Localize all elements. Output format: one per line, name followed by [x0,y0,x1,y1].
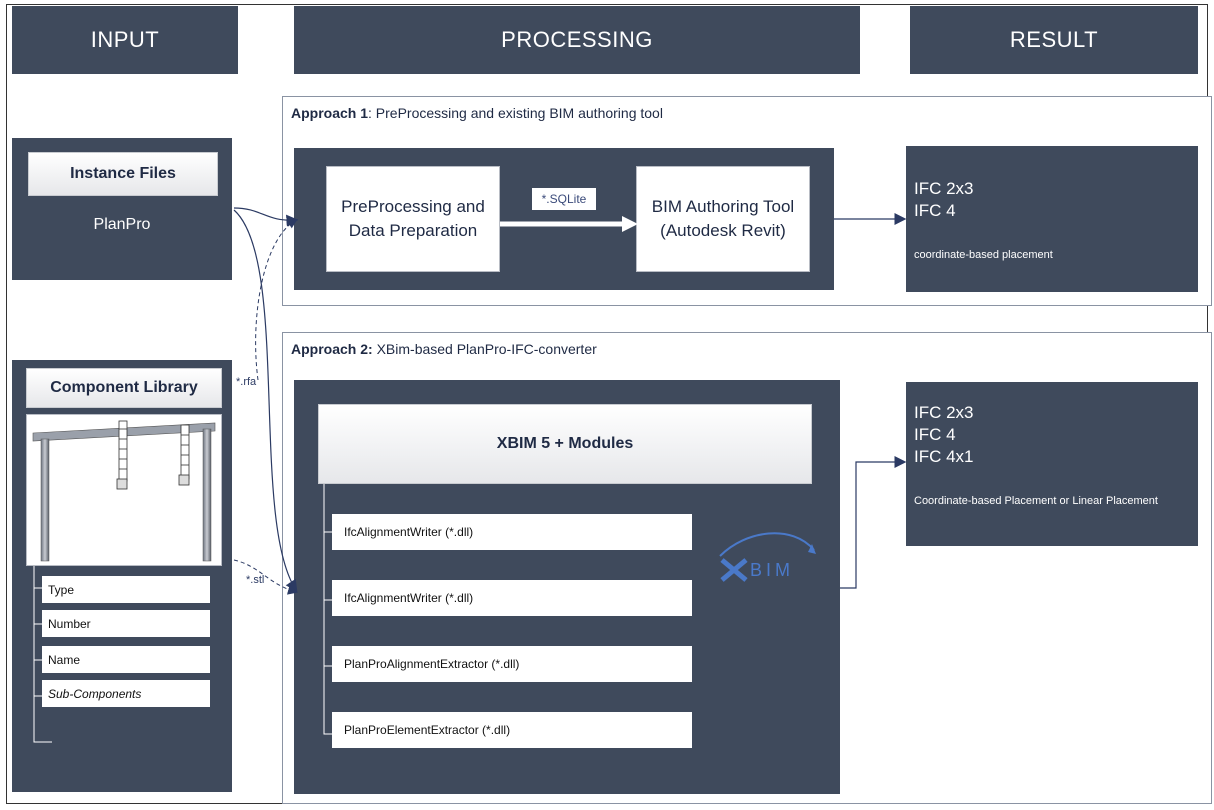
approach-2-result-note: Coordinate-based Placement or Linear Pla… [914,495,1158,507]
module-ifc-alignment-writer-1: IfcAlignmentWriter (*.dll) [332,514,692,550]
signal-gantry-illustration [32,420,216,562]
preprocessing-label: PreProcessing and Data Preparation [341,197,485,240]
header-processing: PROCESSING [294,6,860,74]
module-planpro-alignment-extractor: PlanProAlignmentExtractor (*.dll) [332,646,692,682]
attribute-type: Type [42,576,210,603]
header-result: RESULT [910,6,1198,74]
stl-connector-label: *.stl [246,574,265,586]
approach-1-result-ifc2x3: IFC 2x3 [914,179,974,198]
approach-1-title-bold: Approach 1 [291,105,369,121]
module-ifc-alignment-writer-2: IfcAlignmentWriter (*.dll) [332,580,692,616]
xbim-modules-box: XBIM 5 + Modules [318,404,812,484]
approach-2-title-bold: Approach 2: [291,341,373,357]
instance-files-panel: Instance Files PlanPro [12,138,232,280]
module-planpro-element-extractor: PlanProElementExtractor (*.dll) [332,712,692,748]
component-library-title-box: Component Library [26,368,222,408]
approach-1-title-rest: : PreProcessing and existing BIM authori… [368,105,663,121]
bim-authoring-tool-box: BIM Authoring Tool (Autodesk Revit) [636,166,810,272]
component-library-title: Component Library [50,379,198,396]
approach-2-result-ifc4x1: IFC 4x1 [914,447,974,466]
approach-2-title: Approach 2: XBim-based PlanPro-IFC-conve… [291,341,597,357]
attribute-sub-components: Sub-Components [42,680,210,707]
header-processing-label: PROCESSING [501,27,653,52]
component-image [26,414,222,566]
approach-2-result-ifc2x3: IFC 2x3 [914,403,974,422]
header-input-label: INPUT [90,27,160,52]
attribute-number: Number [42,610,210,637]
approach-1-result-panel: IFC 2x3 IFC 4 coordinate-based placement [906,146,1198,292]
xbim-logo-mark [719,532,816,582]
modules-tree-lines [323,484,332,735]
sqlite-label: *.SQLite [532,188,596,210]
instance-files-subtitle: PlanPro [93,216,151,233]
approach-1-title: Approach 1: PreProcessing and existing B… [291,105,663,121]
approach-1-processing-panel: PreProcessing and Data Preparation *.SQL… [294,148,834,290]
instance-files-title-box: Instance Files [28,152,218,196]
approach-1-result-note: coordinate-based placement [914,249,1053,261]
approach-2-result-ifc4: IFC 4 [914,425,956,444]
approach-2-result-panel: IFC 2x3 IFC 4 IFC 4x1 Coordinate-based P… [906,382,1198,546]
header-result-label: RESULT [1009,27,1099,52]
rfa-connector-label: *.rfa [236,376,257,388]
bim-authoring-tool-label: BIM Authoring Tool (Autodesk Revit) [651,197,795,240]
approach-2-title-rest: XBim-based PlanPro-IFC-converter [372,341,597,357]
xbim-logo: BIM [716,526,820,586]
preprocessing-box: PreProcessing and Data Preparation [326,166,500,272]
attribute-name: Name [42,646,210,673]
instance-files-title: Instance Files [70,165,176,182]
xbim-logo-text: BIM [750,560,795,580]
header-input: INPUT [12,6,238,74]
preprocessing-to-bim-arrow [500,216,638,232]
approach-1-result-ifc4: IFC 4 [914,201,956,220]
xbim-modules-title: XBIM 5 + Modules [496,435,634,452]
